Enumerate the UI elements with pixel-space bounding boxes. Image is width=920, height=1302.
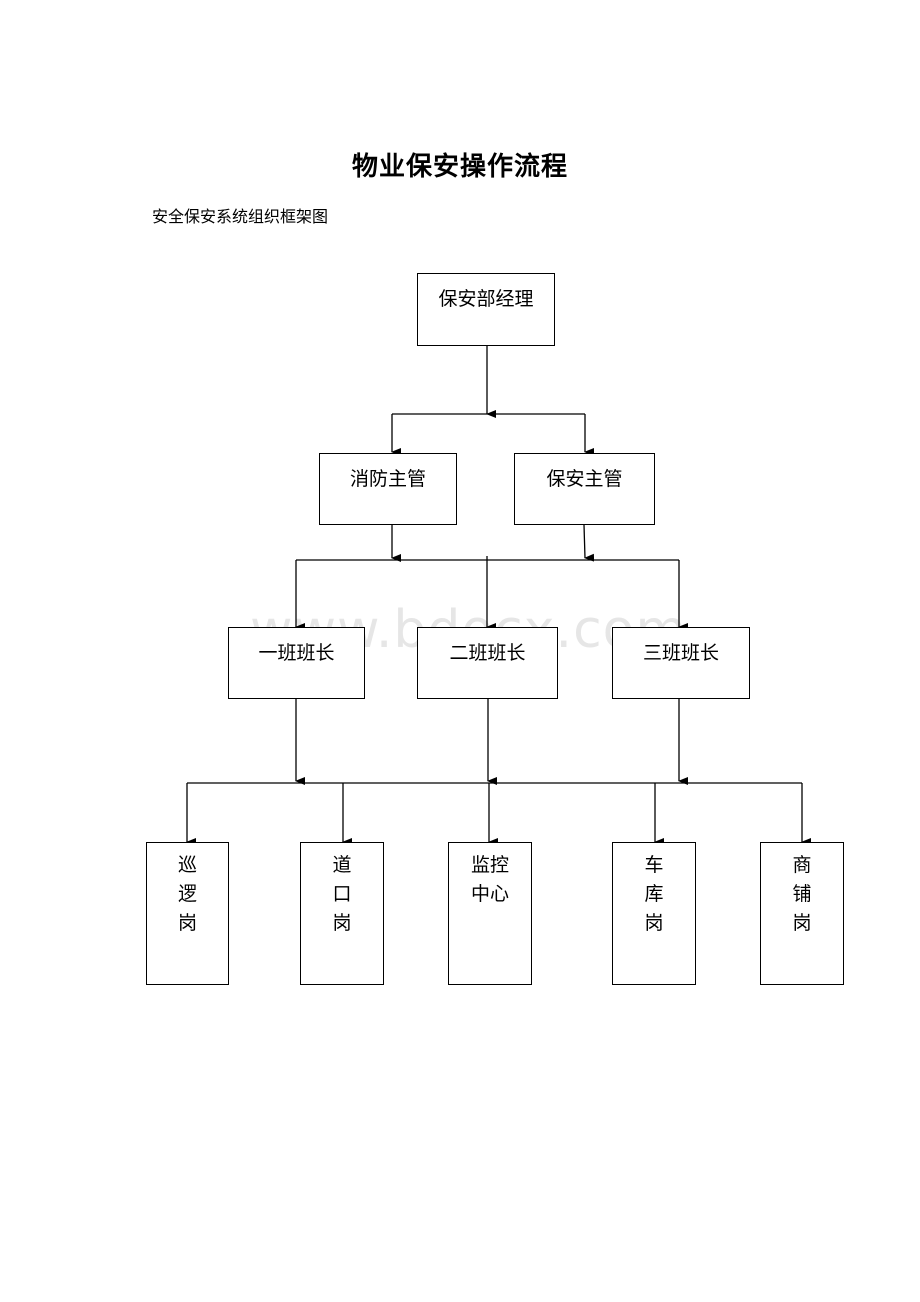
node-label: 消防主管 — [349, 468, 426, 490]
node-shop-post: 商铺岗 — [760, 842, 844, 985]
page-title: 物业保安操作流程 — [351, 152, 568, 182]
node-monitoring-center: 监控中心 — [448, 842, 532, 985]
node-garage-post: 车库岗 — [612, 842, 696, 985]
node-team1-leader: 一班班长 — [228, 627, 365, 699]
node-label: 监控中心 — [470, 854, 509, 905]
page-subtitle: 安全保安系统组织框架图 — [152, 207, 329, 226]
node-label: 道口岗 — [332, 854, 352, 934]
node-team3-leader: 三班班长 — [612, 627, 750, 699]
node-label: 商铺岗 — [792, 854, 812, 934]
node-label: 一班班长 — [258, 642, 335, 664]
node-label: 车库岗 — [644, 854, 664, 934]
node-fire-supervisor: 消防主管 — [319, 453, 457, 525]
node-manager: 保安部经理 — [417, 273, 555, 346]
node-label: 巡逻岗 — [177, 854, 197, 934]
node-gate-post: 道口岗 — [300, 842, 384, 985]
node-team2-leader: 二班班长 — [417, 627, 558, 699]
node-patrol-post: 巡逻岗 — [146, 842, 229, 985]
link-security-supervisor-down — [583, 524, 595, 562]
node-security-supervisor: 保安主管 — [514, 453, 655, 525]
node-label: 保安主管 — [546, 468, 623, 490]
node-label: 三班班长 — [642, 642, 719, 664]
node-label: 保安部经理 — [438, 288, 534, 310]
node-label: 二班班长 — [449, 642, 526, 664]
